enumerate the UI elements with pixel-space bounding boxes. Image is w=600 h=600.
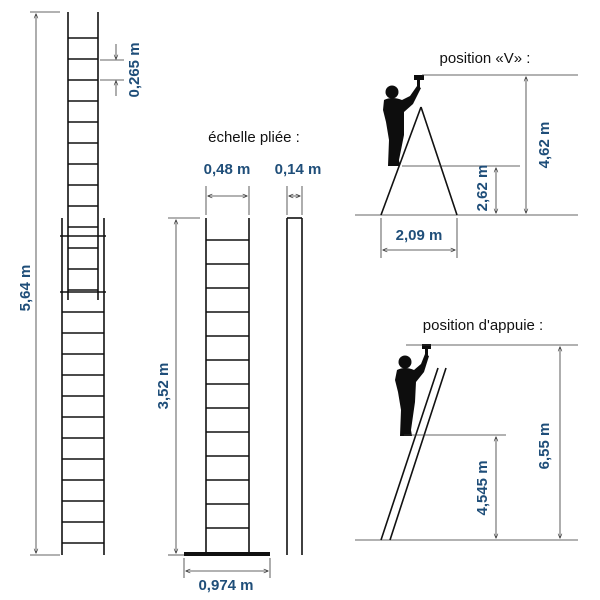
v-left-leg bbox=[380, 106, 422, 216]
extended-ladder bbox=[60, 12, 106, 555]
lean-rail-left bbox=[380, 367, 439, 541]
v-right-leg bbox=[420, 106, 458, 216]
folded-rungs bbox=[206, 239, 249, 529]
v-platform-dimension: 2,62 m bbox=[474, 165, 496, 213]
extended-height-dimension: 5,64 m bbox=[17, 11, 60, 556]
folded-height-dimension: 3,52 m bbox=[155, 217, 200, 556]
folded-base-dimension: 0,974 m bbox=[183, 558, 271, 594]
lean-position-title: position d'appuie : bbox=[423, 317, 543, 334]
rung-spacing-label: 0,265 m bbox=[126, 42, 143, 97]
extended-rungs bbox=[62, 37, 104, 544]
v-total-height-dimension: 4,62 m bbox=[526, 77, 553, 213]
lean-total-height-dimension: 6,55 m bbox=[536, 347, 560, 538]
folded-depth-dimension: 0,14 m bbox=[275, 161, 322, 215]
folded-base-label: 0,974 m bbox=[198, 577, 253, 594]
lean-total-height-label: 6,55 m bbox=[536, 423, 553, 470]
v-base-label: 2,09 m bbox=[396, 227, 443, 244]
lean-standing-dimension: 4,545 m bbox=[474, 437, 496, 538]
v-base-dimension: 2,09 m bbox=[380, 218, 458, 258]
v-position-figure bbox=[355, 74, 578, 216]
v-platform-label: 2,62 m bbox=[474, 165, 491, 212]
folded-ladder-side bbox=[286, 217, 303, 555]
v-total-height-label: 4,62 m bbox=[536, 122, 553, 169]
folded-width-dimension: 0,48 m bbox=[204, 161, 251, 215]
folded-title: échelle pliée : bbox=[208, 129, 300, 146]
v-position-title: position «V» : bbox=[440, 50, 531, 67]
lean-standing-label: 4,545 m bbox=[474, 460, 491, 515]
extended-height-label: 5,64 m bbox=[17, 265, 34, 312]
folded-depth-label: 0,14 m bbox=[275, 161, 322, 178]
lean-position-figure bbox=[355, 344, 578, 541]
rung-spacing-dimension: 0,265 m bbox=[100, 42, 143, 98]
folded-ladder-front bbox=[184, 218, 270, 556]
folded-base-bar bbox=[184, 552, 270, 556]
lean-rail-right bbox=[389, 367, 447, 541]
person-silhouette bbox=[395, 344, 431, 436]
folded-width-label: 0,48 m bbox=[204, 161, 251, 178]
folded-height-label: 3,52 m bbox=[155, 363, 172, 410]
person-silhouette bbox=[383, 75, 424, 166]
